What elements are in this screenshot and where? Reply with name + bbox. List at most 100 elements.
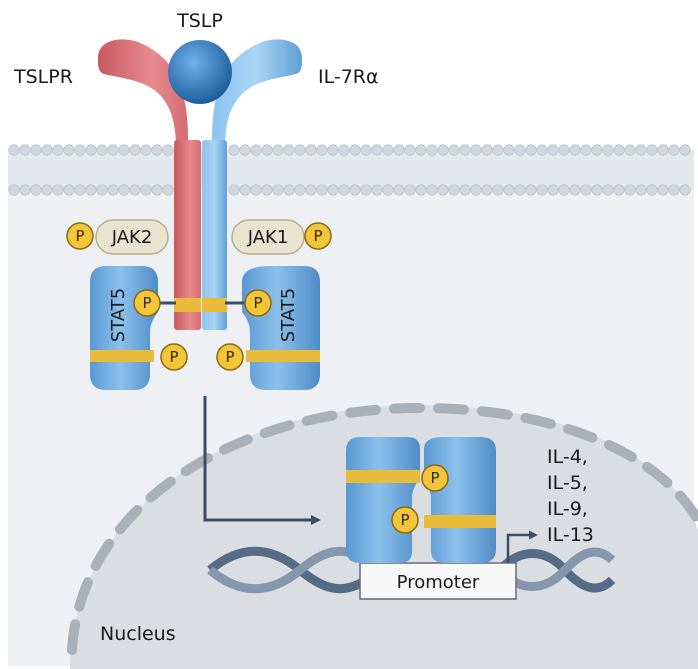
lipid-head	[481, 144, 493, 156]
tslpr-band	[174, 298, 201, 312]
lipid-head	[393, 184, 405, 196]
stat5-right-phosphate-lower: P	[216, 343, 244, 371]
lipid-head	[118, 184, 130, 196]
lipid-head	[481, 184, 493, 196]
translocation-arrow	[203, 396, 321, 525]
lipid-head	[624, 184, 636, 196]
lipid-head	[393, 144, 405, 156]
nuclear-stat5-right	[424, 437, 496, 563]
svg-text:P: P	[400, 511, 409, 529]
cell-membrane	[8, 144, 694, 196]
lipid-head	[129, 144, 141, 156]
lipid-head	[283, 184, 295, 196]
lipid-head	[261, 184, 273, 196]
lipid-head	[624, 144, 636, 156]
lipid-head	[8, 144, 20, 156]
lipid-head	[547, 184, 559, 196]
lipid-head	[52, 184, 64, 196]
lipid-head	[679, 184, 691, 196]
nuclear-stat5-right-band	[424, 515, 496, 528]
lipid-head	[657, 144, 669, 156]
lipid-head	[85, 184, 97, 196]
lipid-head	[30, 184, 42, 196]
lipid-head	[41, 144, 53, 156]
lipid-head	[8, 184, 20, 196]
lipid-head	[107, 184, 119, 196]
cytokine-item: IL-13	[547, 524, 594, 546]
lipid-head	[151, 144, 163, 156]
lipid-head	[525, 144, 537, 156]
lipid-head	[19, 184, 31, 196]
lipid-head	[239, 184, 251, 196]
lipid-head	[580, 144, 592, 156]
cytokine-item: IL-9,	[547, 498, 588, 520]
lipid-head	[448, 184, 460, 196]
lipid-head	[558, 144, 570, 156]
lipid-head	[503, 184, 515, 196]
tslpr-label: TSLPR	[13, 66, 73, 88]
lipid-head	[129, 184, 141, 196]
lipid-head	[426, 144, 438, 156]
lipid-head	[602, 184, 614, 196]
lipid-head	[349, 184, 361, 196]
stat5-left-band	[90, 350, 154, 362]
lipid-head	[272, 184, 284, 196]
lipid-head	[162, 184, 174, 196]
lipid-head	[591, 144, 603, 156]
lipid-head	[74, 184, 86, 196]
lipid-head	[371, 184, 383, 196]
jak2-phosphate: P	[66, 222, 94, 250]
lipid-head	[316, 184, 328, 196]
lipid-head	[107, 144, 119, 156]
nuclear-phosphate-upper: P	[421, 464, 449, 492]
lipid-head	[514, 144, 526, 156]
lipid-head	[382, 144, 394, 156]
lipid-head	[360, 184, 372, 196]
lipid-head	[679, 144, 691, 156]
lipid-head	[635, 144, 647, 156]
stat5-left-phosphate-upper: P	[133, 289, 161, 317]
stat5-right-band	[246, 350, 320, 362]
promoter-box	[359, 562, 517, 600]
tslpr-stalk	[174, 140, 201, 330]
lipid-head	[316, 144, 328, 156]
svg-text:P: P	[142, 294, 151, 312]
lipid-head	[426, 184, 438, 196]
lipid-head	[525, 184, 537, 196]
lipid-head	[404, 144, 416, 156]
lipid-head	[470, 144, 482, 156]
lipid-head	[415, 184, 427, 196]
svg-text:P: P	[253, 294, 262, 312]
lipid-head	[140, 184, 152, 196]
lipid-head	[74, 144, 86, 156]
lipid-head	[492, 184, 504, 196]
lipid-head	[613, 144, 625, 156]
lipid-head	[437, 144, 449, 156]
lipid-head	[536, 144, 548, 156]
lipid-head	[646, 144, 658, 156]
nuclear-envelope	[67, 402, 698, 655]
svg-text:P: P	[169, 348, 178, 366]
lipid-head	[668, 144, 680, 156]
cytokine-item: IL-4,	[547, 446, 588, 468]
nuclear-stat5-left	[346, 437, 420, 563]
stat5-left-phosphate-lower: P	[160, 343, 188, 371]
lipid-head	[140, 144, 152, 156]
lipid-head	[52, 144, 64, 156]
nucleus-label: Nucleus	[100, 623, 176, 645]
tslp-label: TSLP	[176, 10, 223, 32]
nuclear-phosphate-lower: P	[391, 506, 419, 534]
lipid-head	[536, 184, 548, 196]
lipid-head	[657, 184, 669, 196]
lipid-head	[360, 144, 372, 156]
cytokine-list: IL-4, IL-5, IL-9, IL-13	[547, 446, 594, 546]
lipid-head	[371, 144, 383, 156]
lipid-head	[646, 184, 658, 196]
svg-text:P: P	[75, 227, 84, 245]
lipid-head	[514, 184, 526, 196]
jak1-phosphate: P	[304, 222, 332, 250]
lipid-head	[635, 184, 647, 196]
lipid-head	[459, 184, 471, 196]
promoter-label: Promoter	[397, 572, 480, 593]
